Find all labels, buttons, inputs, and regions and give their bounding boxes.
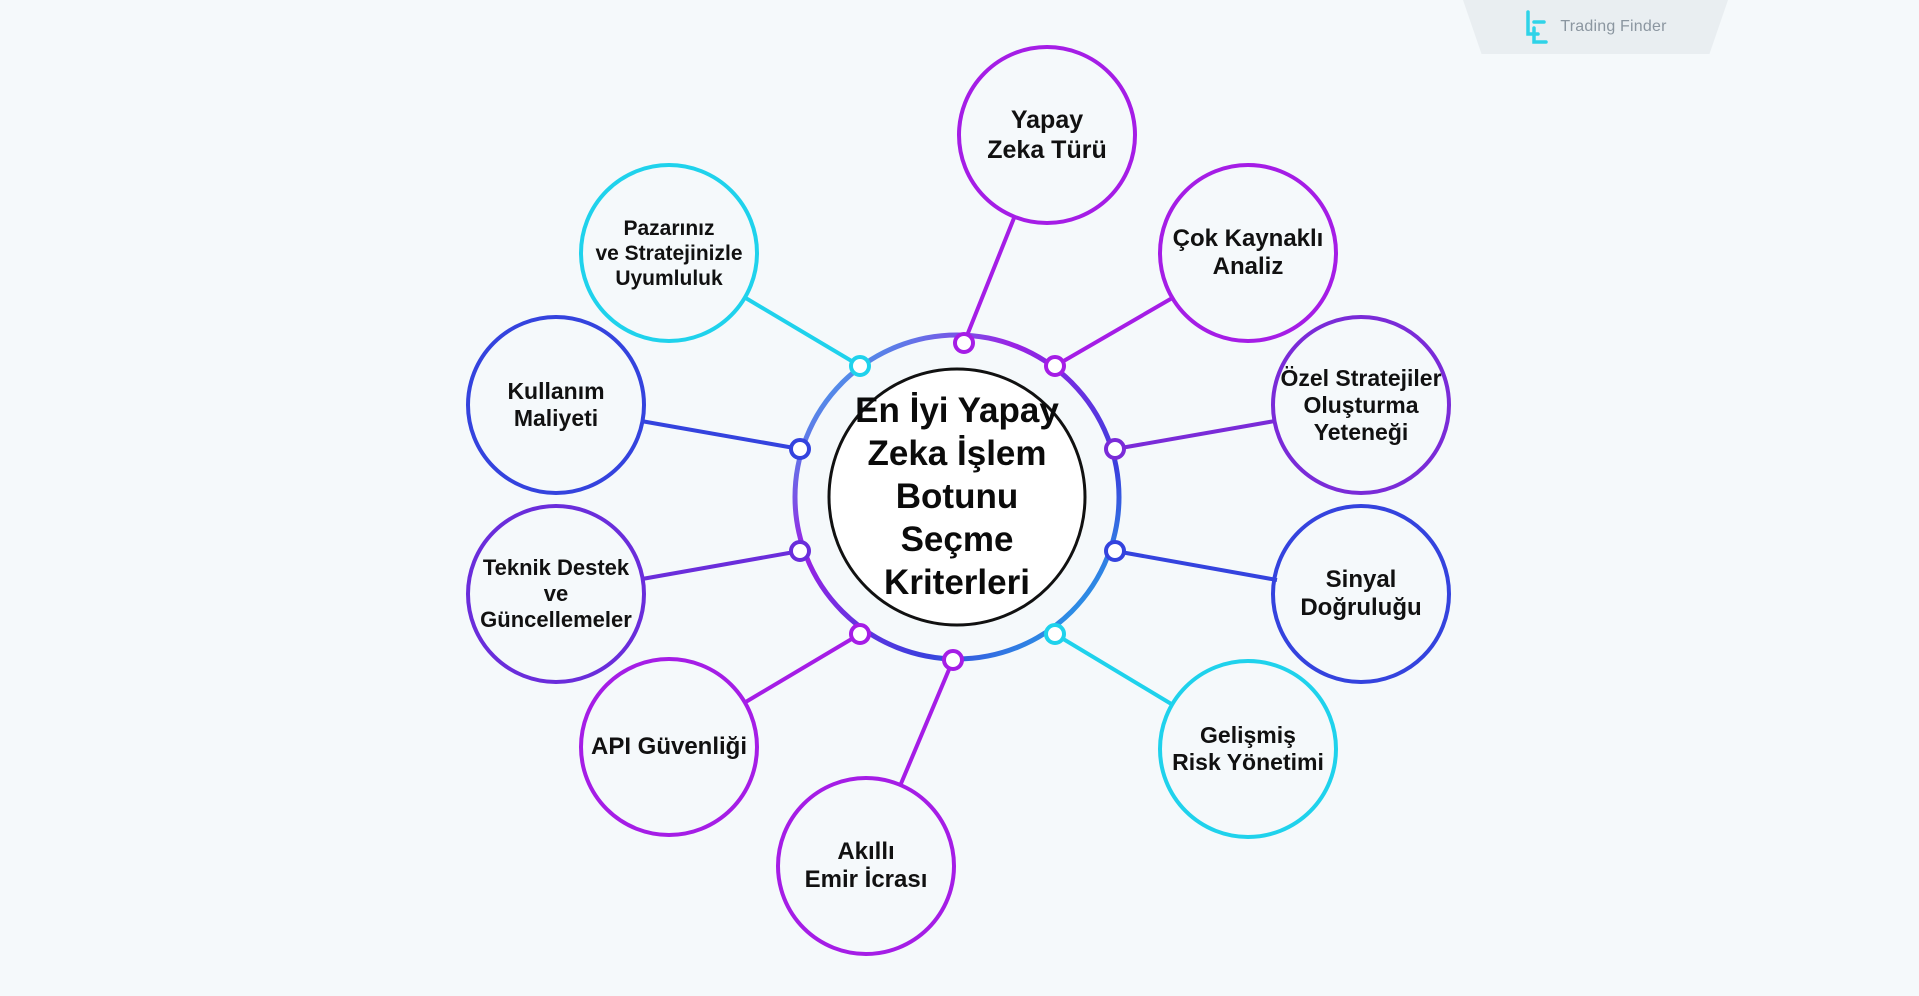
ring-dot-yapay-zeka-turu: [953, 332, 975, 354]
ring-dot-api-guvenligi: [849, 623, 871, 645]
node-label-api-guvenligi: API Güvenliği: [590, 733, 748, 760]
node-circle-teknik-destek: [466, 504, 646, 684]
node-circle-sinyal-dogrulugu: [1271, 504, 1451, 684]
center-inner-circle: [827, 367, 1087, 627]
node-circle-api-guvenligi: [579, 657, 759, 837]
node-label-yapay-zeka-turu: Yapay Zeka Türü: [987, 106, 1107, 164]
node-circle-pazariniz-uyumluluk: [579, 163, 759, 343]
ring-dot-kullanim-maliyeti: [789, 438, 811, 460]
ring-dot-cok-kaynakli-analiz: [1044, 355, 1066, 377]
connector-teknik-destek: [641, 549, 801, 581]
node-label-pazariniz-uyumluluk: Pazarınız ve Stratejinizle Uyumluluk: [595, 216, 743, 290]
node-label-gelismis-risk-yonetimi: Gelişmiş Risk Yönetimi: [1172, 722, 1324, 775]
connector-kullanim-maliyeti: [640, 419, 801, 451]
connector-ozel-stratejiler: [1114, 419, 1276, 451]
connector-cok-kaynakli-analiz: [1053, 295, 1176, 368]
criteria-node-circles: [466, 45, 1451, 956]
ring-dot-sinyal-dogrulugu: [1104, 540, 1126, 562]
connector-yapay-zeka-turu: [962, 217, 1016, 344]
ring-dot-akilli-emir-icrasi: [942, 649, 964, 671]
connector-api-guvenligi: [742, 632, 862, 705]
node-circle-kullanim-maliyeti: [466, 315, 646, 495]
ring-dot-teknik-destek: [789, 540, 811, 562]
connector-pazariniz-uyumluluk: [742, 295, 862, 368]
node-circle-ozel-stratejiler: [1271, 315, 1451, 495]
connector-gelismis-risk-yonetimi: [1053, 632, 1175, 707]
node-circle-akilli-emir-icrasi: [776, 776, 956, 956]
trading-finder-logo-icon: [1526, 10, 1549, 44]
connector-lines: [640, 217, 1278, 787]
brand-name: Trading Finder: [1560, 18, 1667, 35]
ring-dot-ozel-stratejiler: [1104, 438, 1126, 460]
node-circle-yapay-zeka-turu: [957, 45, 1137, 225]
node-label-ozel-stratejiler: Özel Stratejiler Oluşturma Yeteneği: [1280, 364, 1442, 445]
node-label-sinyal-dogrulugu: Sinyal Doğruluğu: [1300, 566, 1422, 621]
ring-connection-dots: [789, 332, 1126, 671]
connector-akilli-emir-icrasi: [898, 659, 955, 787]
connector-sinyal-dogrulugu: [1114, 549, 1278, 582]
ring-dot-pazariniz-uyumluluk: [849, 355, 871, 377]
node-label-cok-kaynakli-analiz: Çok Kaynaklı Analiz: [1172, 225, 1324, 280]
brand-badge: Trading Finder: [1463, 0, 1728, 54]
node-label-teknik-destek: Teknik Destek ve Güncellemeler: [480, 555, 632, 632]
node-circle-gelismis-risk-yonetimi: [1158, 659, 1338, 839]
node-label-akilli-emir-icrasi: Akıllı Emir İcrası: [804, 838, 928, 893]
node-label-kullanim-maliyeti: Kullanım Maliyeti: [507, 378, 605, 431]
ring-dot-gelismis-risk-yonetimi: [1044, 623, 1066, 645]
node-circle-cok-kaynakli-analiz: [1158, 163, 1338, 343]
center-title: En İyi Yapay Zeka İşlem Botunu Seçme Kri…: [855, 390, 1059, 602]
